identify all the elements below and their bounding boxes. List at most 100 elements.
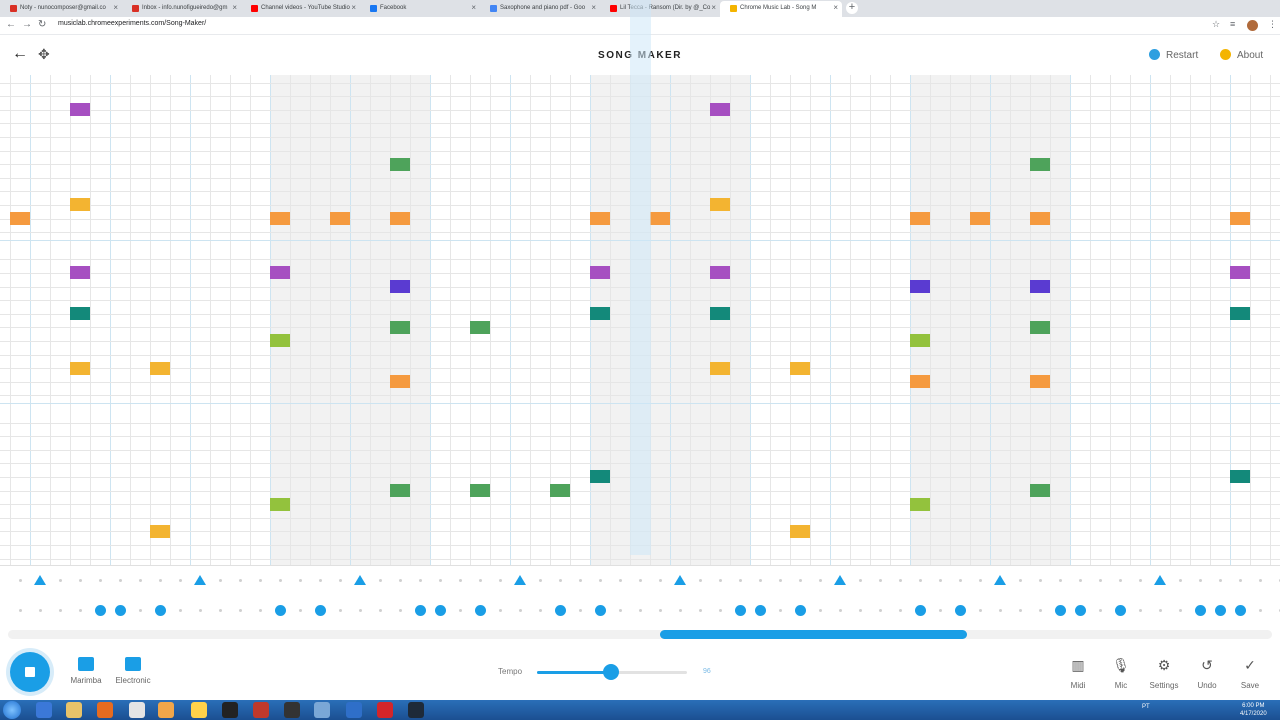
rhythm-empty-dot[interactable]	[778, 579, 782, 582]
note-block[interactable]	[470, 483, 490, 497]
rhythm-empty-dot[interactable]	[498, 609, 502, 612]
rhythm-empty-dot[interactable]	[338, 609, 342, 612]
rhythm-empty-dot[interactable]	[58, 579, 62, 582]
rhythm-empty-dot[interactable]	[1098, 609, 1102, 612]
rhythm-empty-dot[interactable]	[318, 579, 322, 582]
rhythm-circle[interactable]	[434, 605, 446, 616]
percussion-button[interactable]: Electronic	[108, 657, 158, 685]
note-block[interactable]	[1030, 211, 1050, 225]
winrar-icon[interactable]	[253, 702, 269, 718]
bookmark-star-icon[interactable]: ☆	[1212, 19, 1221, 29]
scrollbar-thumb[interactable]	[660, 630, 967, 639]
extensions-icon[interactable]: ≡	[1230, 19, 1236, 29]
rhythm-circle[interactable]	[1194, 605, 1206, 616]
rhythm-empty-dot[interactable]	[58, 609, 62, 612]
note-block[interactable]	[150, 524, 170, 538]
note-block[interactable]	[1230, 266, 1250, 280]
note-block[interactable]	[270, 266, 290, 280]
rhythm-empty-dot[interactable]	[198, 609, 202, 612]
rhythm-empty-dot[interactable]	[1118, 579, 1122, 582]
note-block[interactable]	[1230, 470, 1250, 484]
rhythm-empty-dot[interactable]	[758, 579, 762, 582]
note-block[interactable]	[590, 470, 610, 484]
rhythm-empty-dot[interactable]	[1138, 579, 1142, 582]
rhythm-empty-dot[interactable]	[478, 579, 482, 582]
rhythm-empty-dot[interactable]	[698, 609, 702, 612]
note-block[interactable]	[10, 211, 30, 225]
note-block[interactable]	[910, 279, 930, 293]
note-block[interactable]	[970, 211, 990, 225]
rhythm-circle[interactable]	[754, 605, 766, 616]
note-block[interactable]	[910, 375, 930, 389]
rhythm-circle[interactable]	[794, 605, 806, 616]
rhythm-grid[interactable]	[0, 565, 1280, 625]
rhythm-empty-dot[interactable]	[578, 609, 582, 612]
rhythm-circle[interactable]	[734, 605, 746, 616]
restart-button[interactable]: Restart	[1149, 49, 1198, 61]
note-block[interactable]	[590, 211, 610, 225]
rhythm-circle[interactable]	[1114, 605, 1126, 616]
rhythm-empty-dot[interactable]	[818, 579, 822, 582]
rhythm-empty-dot[interactable]	[598, 579, 602, 582]
note-block[interactable]	[910, 334, 930, 348]
rhythm-empty-dot[interactable]	[118, 579, 122, 582]
note-block[interactable]	[390, 211, 410, 225]
rhythm-empty-dot[interactable]	[838, 609, 842, 612]
rhythm-empty-dot[interactable]	[238, 579, 242, 582]
address-bar[interactable]: musiclab.chromeexperiments.com/Song-Make…	[58, 20, 207, 27]
move-icon[interactable]: ✥	[38, 46, 50, 62]
rhythm-empty-dot[interactable]	[258, 579, 262, 582]
note-block[interactable]	[270, 334, 290, 348]
rhythm-empty-dot[interactable]	[938, 609, 942, 612]
browser-tab[interactable]: Inbox - info.nunofigueiredo@gm ×	[122, 1, 241, 17]
browser-tab[interactable]: Facebook ×	[360, 1, 480, 17]
rhythm-empty-dot[interactable]	[918, 579, 922, 582]
rhythm-empty-dot[interactable]	[1198, 579, 1202, 582]
rhythm-empty-dot[interactable]	[738, 579, 742, 582]
rhythm-empty-dot[interactable]	[1218, 579, 1222, 582]
rhythm-empty-dot[interactable]	[498, 579, 502, 582]
rhythm-empty-dot[interactable]	[978, 609, 982, 612]
rhythm-triangle[interactable]	[514, 575, 526, 585]
rhythm-empty-dot[interactable]	[218, 609, 222, 612]
note-block[interactable]	[390, 483, 410, 497]
midi-button[interactable]: ▥ Midi	[1055, 657, 1101, 690]
rhythm-empty-dot[interactable]	[538, 609, 542, 612]
rhythm-empty-dot[interactable]	[1238, 579, 1242, 582]
rhythm-empty-dot[interactable]	[18, 579, 22, 582]
instrument-button[interactable]: Marimba	[61, 657, 111, 685]
forward-arrow-icon[interactable]: →	[22, 19, 32, 30]
menu-dots-icon[interactable]: ⋮	[1268, 19, 1277, 29]
rhythm-empty-dot[interactable]	[98, 579, 102, 582]
note-block[interactable]	[270, 497, 290, 511]
profile-avatar[interactable]	[1247, 20, 1258, 31]
rhythm-empty-dot[interactable]	[698, 579, 702, 582]
note-block[interactable]	[910, 211, 930, 225]
note-block[interactable]	[390, 279, 410, 293]
note-block[interactable]	[390, 320, 410, 334]
rhythm-empty-dot[interactable]	[898, 609, 902, 612]
clock-app-icon[interactable]	[191, 702, 207, 718]
rhythm-empty-dot[interactable]	[558, 579, 562, 582]
rhythm-empty-dot[interactable]	[338, 579, 342, 582]
note-block[interactable]	[650, 211, 670, 225]
close-icon[interactable]: ×	[591, 3, 596, 12]
rhythm-empty-dot[interactable]	[978, 579, 982, 582]
rhythm-empty-dot[interactable]	[258, 609, 262, 612]
rhythm-circle[interactable]	[274, 605, 286, 616]
rhythm-empty-dot[interactable]	[858, 609, 862, 612]
rhythm-triangle[interactable]	[674, 575, 686, 585]
rhythm-circle[interactable]	[314, 605, 326, 616]
note-block[interactable]	[790, 361, 810, 375]
note-block[interactable]	[790, 524, 810, 538]
undo-button[interactable]: ↺ Undo	[1184, 657, 1230, 690]
close-icon[interactable]: ×	[833, 3, 838, 12]
rhythm-empty-dot[interactable]	[18, 609, 22, 612]
rhythm-empty-dot[interactable]	[1038, 609, 1042, 612]
rhythm-circle[interactable]	[114, 605, 126, 616]
rhythm-circle[interactable]	[1234, 605, 1246, 616]
system-clock[interactable]: 6:00 PM 4/17/2020	[1240, 702, 1267, 718]
rhythm-empty-dot[interactable]	[458, 579, 462, 582]
note-block[interactable]	[390, 157, 410, 171]
rhythm-circle[interactable]	[1074, 605, 1086, 616]
